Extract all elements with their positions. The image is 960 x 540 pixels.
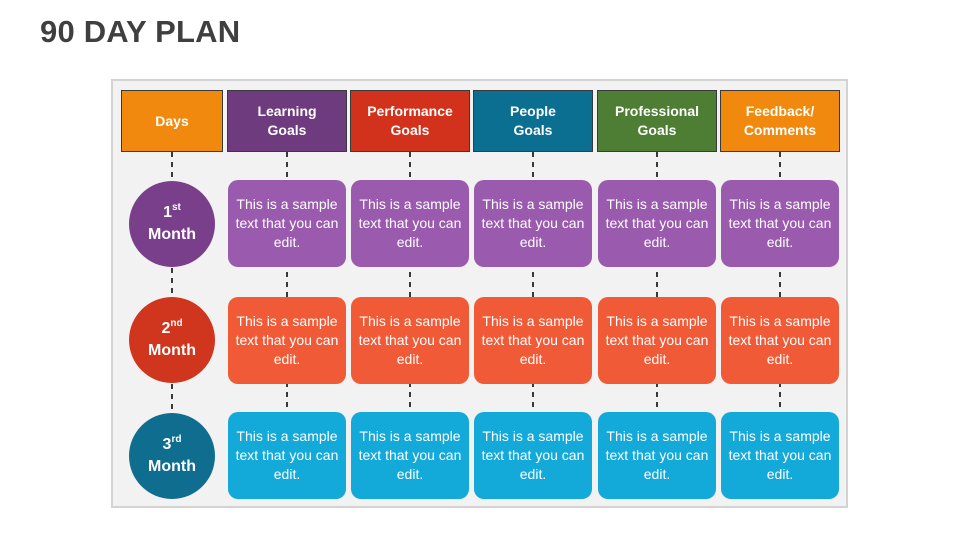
cell-month2-feedback: This is a sample text that you can edit. — [721, 297, 839, 384]
cell-month2-people: This is a sample text that you can edit. — [474, 297, 592, 384]
cell-month1-performance: This is a sample text that you can edit. — [351, 180, 469, 267]
cell-month2-professional: This is a sample text that you can edit. — [598, 297, 716, 384]
cell-month3-feedback: This is a sample text that you can edit. — [721, 412, 839, 499]
header-days: Days — [121, 90, 223, 152]
cell-month1-feedback: This is a sample text that you can edit. — [721, 180, 839, 267]
cell-month2-learning: This is a sample text that you can edit. — [228, 297, 346, 384]
cell-month1-learning: This is a sample text that you can edit. — [228, 180, 346, 267]
header-feedback-comments: Feedback/Comments — [720, 90, 840, 152]
page-title: 90 DAY PLAN — [40, 14, 241, 49]
cell-month3-learning: This is a sample text that you can edit. — [228, 412, 346, 499]
cell-month3-professional: This is a sample text that you can edit. — [598, 412, 716, 499]
month-circle-2: 2nd Month — [129, 297, 215, 383]
cell-month2-performance: This is a sample text that you can edit. — [351, 297, 469, 384]
cell-month3-performance: This is a sample text that you can edit. — [351, 412, 469, 499]
cell-month1-professional: This is a sample text that you can edit. — [598, 180, 716, 267]
cell-month3-people: This is a sample text that you can edit. — [474, 412, 592, 499]
month-circle-3: 3rd Month — [129, 413, 215, 499]
cell-month1-people: This is a sample text that you can edit. — [474, 180, 592, 267]
month-circle-1: 1st Month — [129, 181, 215, 267]
